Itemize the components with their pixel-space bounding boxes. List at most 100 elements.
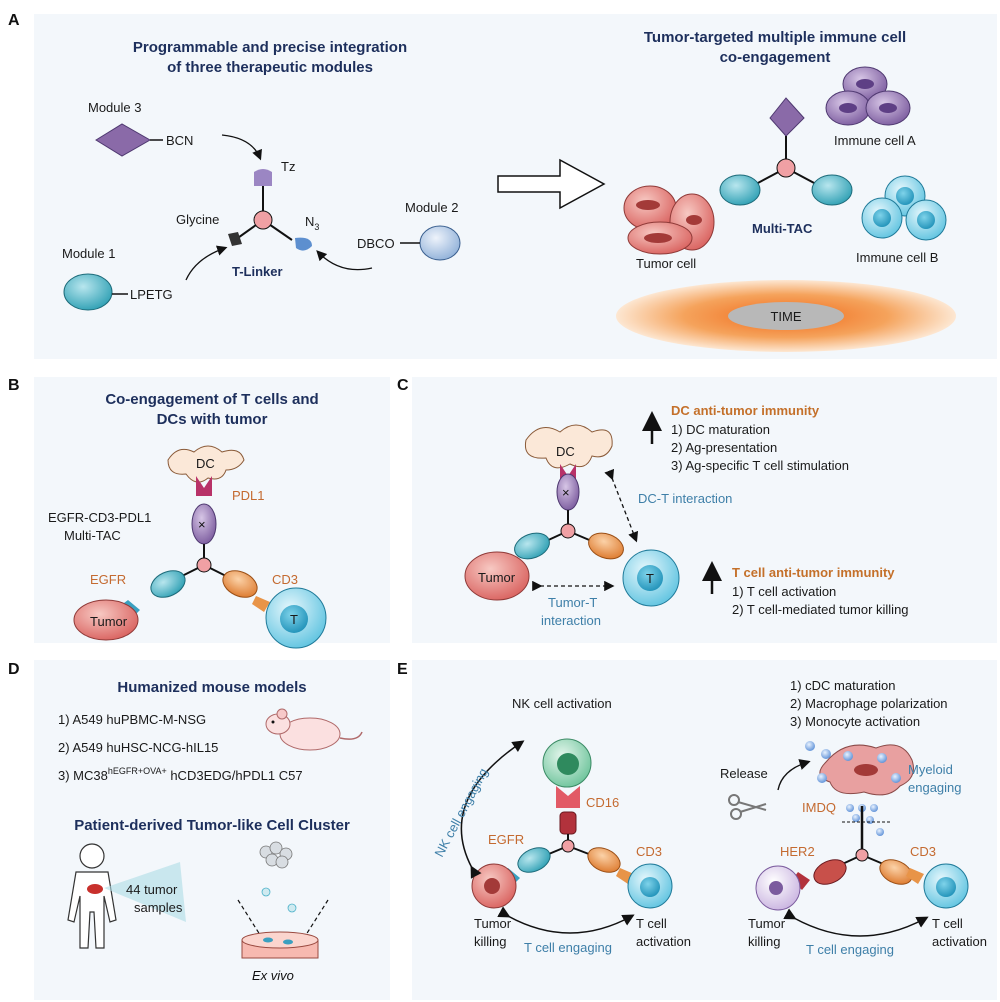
panel-b-title-line1: Co-engagement of T cells and xyxy=(105,391,318,408)
tumor-killing-line1: Tumor xyxy=(474,916,512,931)
t-engaging-label-e2: T cell engaging xyxy=(806,942,894,957)
glycine-label: Glycine xyxy=(176,212,219,227)
panel-letter-e: E xyxy=(397,661,408,678)
panel-letter-c: C xyxy=(397,377,409,394)
panel-d-background xyxy=(34,660,390,1000)
panel-e-background xyxy=(412,660,997,1000)
tumor-label-c: Tumor xyxy=(478,570,516,585)
cd3-label-e2: CD3 xyxy=(910,844,936,859)
tz-label: Tz xyxy=(281,159,295,174)
dc-immunity-title: DC anti-tumor immunity xyxy=(671,403,820,418)
dc-cell-c-icon xyxy=(524,424,613,469)
cd3-label-b: CD3 xyxy=(272,572,298,587)
model-1: 1) A549 huPBMC-M-NSG xyxy=(58,712,206,727)
t-linker xyxy=(228,169,312,251)
imdq-label: IMDQ xyxy=(802,800,836,815)
panel-a-title-line1: Programmable and precise integration xyxy=(133,39,407,56)
dc-label-c: DC xyxy=(556,444,575,459)
panel-d-title: Humanized mouse models xyxy=(117,679,306,696)
dc-item-1: 1) DC maturation xyxy=(671,422,770,437)
egfr-label-e: EGFR xyxy=(488,832,524,847)
nk-activation-label: NK cell activation xyxy=(512,696,612,711)
panel-a: Programmable and precise integration of … xyxy=(62,29,956,352)
module2-ball-icon xyxy=(419,225,461,261)
panel-a-right-title-line2: co-engagement xyxy=(720,49,831,66)
myeloid-item-2: 2) Macrophage polarization xyxy=(790,696,948,711)
immune-cell-a-icon xyxy=(825,66,911,126)
module1-label: Module 1 xyxy=(62,246,115,261)
dc-cell-icon xyxy=(167,445,245,483)
dc-item-2: 2) Ag-presentation xyxy=(671,440,777,455)
human-silhouette-icon xyxy=(67,843,117,949)
dc-item-3: 3) Ag-specific T cell stimulation xyxy=(671,458,849,473)
bcn-label: BCN xyxy=(166,133,193,148)
panel-d: Humanized mouse models 1) A549 huPBMC-M-… xyxy=(58,679,363,983)
myeloid-item-1: 1) cDC maturation xyxy=(790,678,895,693)
samples-line2: samples xyxy=(134,900,183,915)
t-item-1: 1) T cell activation xyxy=(732,584,836,599)
tumor-killing2-line2: killing xyxy=(748,934,781,949)
egfr-label-b: EGFR xyxy=(90,572,126,587)
cd3-label-e1: CD3 xyxy=(636,844,662,859)
svg-text:×: × xyxy=(198,517,206,532)
lpetg-label: LPETG xyxy=(130,287,173,302)
t-immunity-title: T cell anti-tumor immunity xyxy=(732,565,895,580)
immune-cell-a-label: Immune cell A xyxy=(834,133,916,148)
panel-letter-a: A xyxy=(8,12,20,29)
multi-tac-icon xyxy=(719,97,853,206)
module2-label: Module 2 xyxy=(405,200,458,215)
myeloid-item-3: 3) Monocyte activation xyxy=(790,714,920,729)
t-item-2: 2) T cell-mediated tumor killing xyxy=(732,602,909,617)
t-activation-line1: T cell xyxy=(636,916,667,931)
module1-ball-icon xyxy=(63,273,113,311)
tumor-cell-cluster-icon xyxy=(623,185,715,255)
tumor-cell-b-icon xyxy=(73,599,139,641)
cell-cluster-icon xyxy=(259,841,297,913)
scissors-icon xyxy=(728,794,767,820)
release-label: Release xyxy=(720,766,768,781)
pdl1-receptor-icon xyxy=(196,476,212,496)
cd16-label: CD16 xyxy=(586,795,619,810)
panel-letter-d: D xyxy=(8,661,20,678)
t-engaging-label-e1: T cell engaging xyxy=(524,940,612,955)
tumor-label-b: Tumor xyxy=(90,614,128,629)
svg-text:×: × xyxy=(562,485,570,500)
construct-label-line1: EGFR-CD3-PDL1 xyxy=(48,510,151,525)
n3-label: N3 xyxy=(305,214,319,232)
tumor-t-label-line2: interaction xyxy=(541,613,601,628)
mouse-icon xyxy=(265,708,363,751)
petri-dish-icon xyxy=(241,931,319,959)
panel-b: Co-engagement of T cells and DCs with tu… xyxy=(48,391,327,649)
model-3: 3) MC38hEGFR+OVA+ hCD3EDG/hPDL1 C57 xyxy=(58,766,303,783)
panel-a-title-line2: of three therapeutic modules xyxy=(167,59,373,76)
time-label: TIME xyxy=(770,309,801,324)
immune-cell-b-label: Immune cell B xyxy=(856,250,938,265)
myeloid-line1: Myeloid xyxy=(908,762,953,777)
azide-group-icon xyxy=(295,237,312,251)
tz-group-icon xyxy=(254,169,272,186)
t-activation2-line1: T cell xyxy=(932,916,963,931)
panel-c: DC × Tumor T DC-T interaction Tumor-T in… xyxy=(464,403,909,628)
module3-label: Module 3 xyxy=(88,100,141,115)
panel-d-subtitle: Patient-derived Tumor-like Cell Cluster xyxy=(74,817,350,834)
ex-vivo-label: Ex vivo xyxy=(252,968,294,983)
dc-t-interaction-label: DC-T interaction xyxy=(638,491,732,506)
tumor-t-label-line1: Tumor-T xyxy=(548,595,597,610)
t-activation-line2: activation xyxy=(636,934,691,949)
construct-label-line2: Multi-TAC xyxy=(64,528,121,543)
immune-cell-b-icon xyxy=(861,175,947,241)
t-label-c: T xyxy=(646,571,654,586)
panel-a-right-title-line1: Tumor-targeted multiple immune cell xyxy=(644,29,906,46)
tumor-cell-label: Tumor cell xyxy=(636,256,696,271)
t-linker-label: T-Linker xyxy=(232,264,283,279)
dbco-label: DBCO xyxy=(357,236,395,251)
big-arrow-icon xyxy=(497,158,606,210)
tumor-killing2-line1: Tumor xyxy=(748,916,786,931)
t-activation2-line2: activation xyxy=(932,934,987,949)
tumor-killing-line2: killing xyxy=(474,934,507,949)
multi-tac-label: Multi-TAC xyxy=(752,221,813,236)
myeloid-line2: engaging xyxy=(908,780,962,795)
t-label-b: T xyxy=(290,612,298,627)
panel-letter-b: B xyxy=(8,377,20,394)
